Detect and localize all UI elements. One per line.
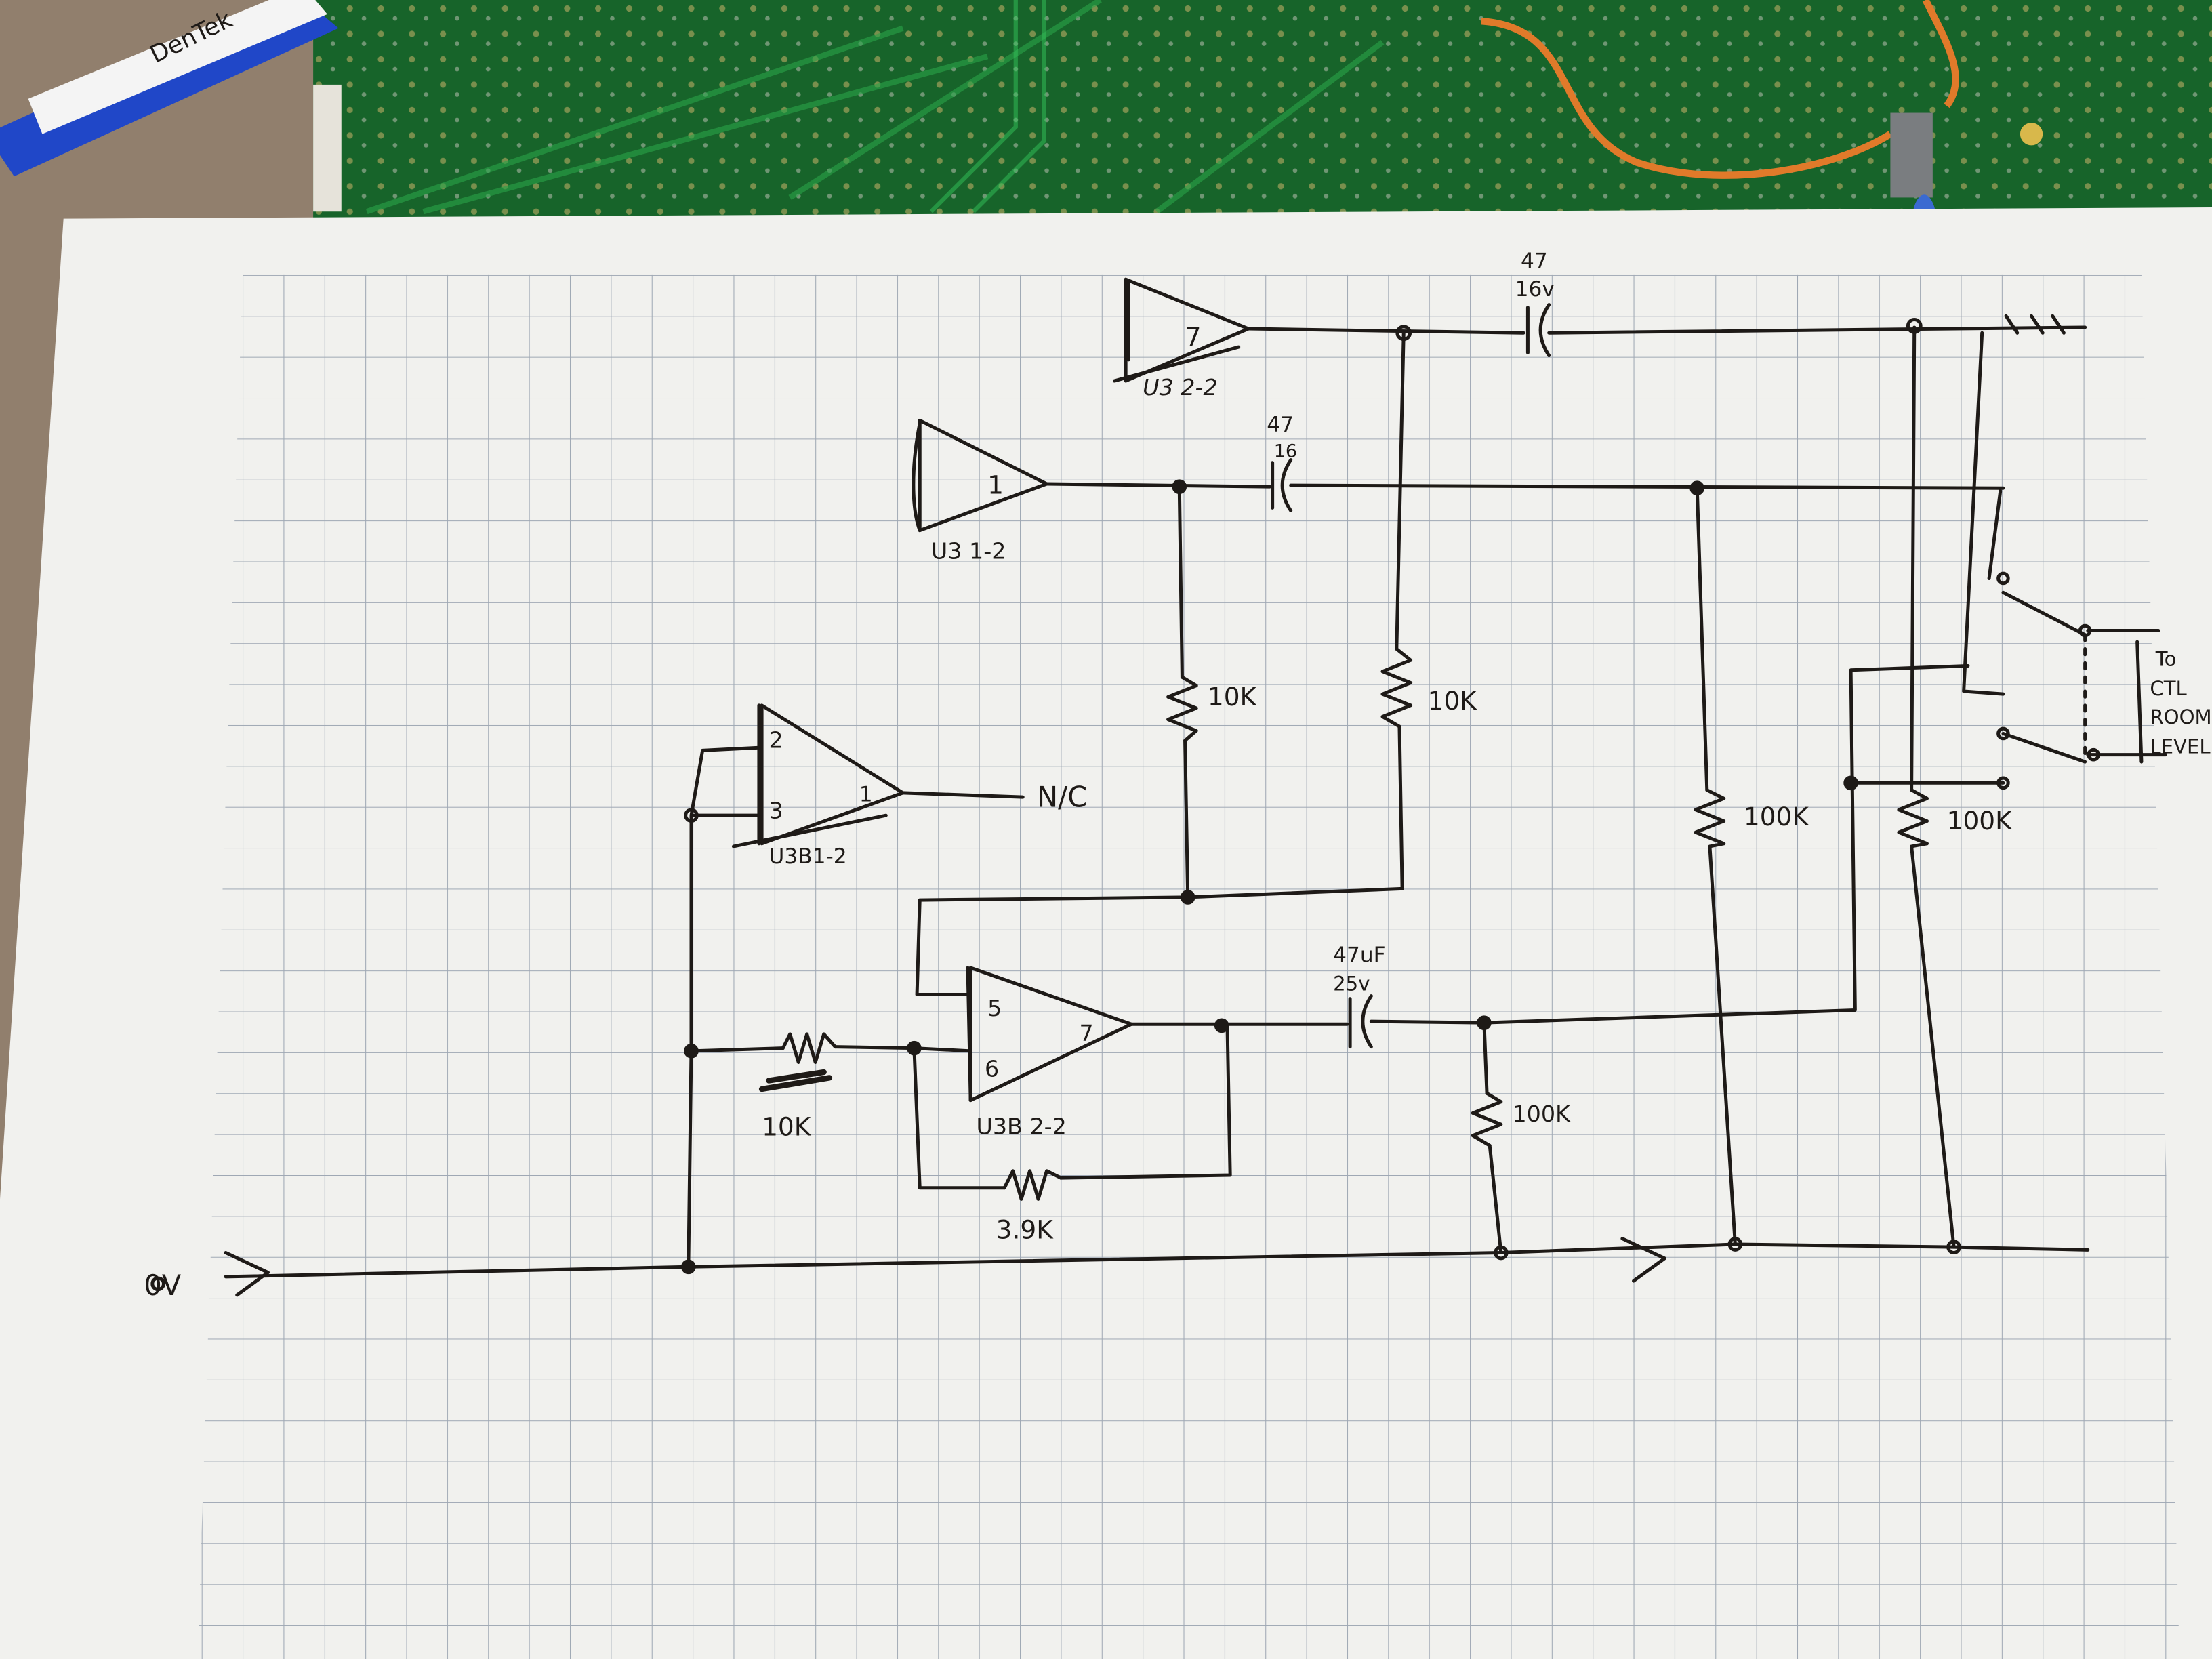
wire-100k-mid	[1695, 486, 1737, 1246]
wire-10k-left	[1177, 485, 1190, 899]
u3b-2-2-pin7: 7	[1079, 1020, 1093, 1046]
u3-1-2-pin-label: 1	[987, 470, 1004, 500]
wire-100k-low	[1482, 1021, 1503, 1254]
resistor-10k-right-label: 10K	[1428, 686, 1478, 716]
u3b-1-2-pin3: 3	[769, 797, 783, 823]
destination-line-3: ROOM	[2150, 705, 2211, 729]
u3-2-2-label: U3 2-2	[1143, 374, 1218, 401]
orange-wire	[1481, 18, 1893, 179]
resistor-3-9k-label: 3.9K	[996, 1215, 1054, 1245]
output-switch	[1962, 331, 2167, 790]
wire-100k-right	[1910, 325, 1956, 1249]
wire-10k-right	[1395, 331, 1406, 890]
resistor-100k-right	[1897, 788, 1929, 848]
capacitor-mid	[1271, 458, 1293, 513]
resistor-10k-left-label: 10K	[1208, 682, 1258, 712]
resistor-3-9k	[1002, 1169, 1063, 1201]
wire-nc-output	[901, 791, 1025, 799]
u3b-1-2-label: U3B1-2	[769, 844, 846, 869]
capacitor-top	[1525, 303, 1551, 358]
wire-feedback-join	[915, 886, 1404, 997]
u3b-1-2-pin2: 2	[769, 726, 783, 753]
schematic-labels: 7 U3 2-2 47 16v 1 U3 1-2 47 16 10K 10K 2…	[144, 249, 2211, 1302]
destination-line-4: LEVEL	[2150, 735, 2211, 758]
resistor-10k-right	[1380, 647, 1413, 729]
resistor-10k-left	[1166, 675, 1198, 743]
resistor-100k-right-label: 100K	[1947, 806, 2013, 836]
resistor-100k-mid-label: 100K	[1744, 802, 1809, 832]
cap-low-voltage: 25v	[1333, 972, 1370, 995]
u3-2-2-pin-label: 7	[1185, 322, 1202, 352]
capacitor-low	[1348, 994, 1373, 1049]
graph-paper	[0, 207, 2212, 1659]
cap-mid-value: 47	[1267, 413, 1294, 437]
output-arrow-top	[2004, 314, 2066, 335]
u3b-1-2-pin1: 1	[859, 782, 873, 806]
resistor-10k-input-label: 10K	[762, 1112, 812, 1142]
destination-line-1: To	[2155, 648, 2177, 671]
opamp-u3b-2-2	[966, 966, 1133, 1103]
u3b-2-2-label: U3B 2-2	[976, 1113, 1066, 1140]
destination-line-2: CTL	[2150, 677, 2187, 700]
u3b-2-2-pin5: 5	[987, 995, 1002, 1021]
scribble-strike	[758, 1069, 833, 1092]
ground-arrow-mid	[1620, 1237, 1666, 1283]
resistor-100k-low-label: 100K	[1513, 1101, 1572, 1127]
circuit-board	[313, 0, 2212, 257]
wire-pin6	[912, 1046, 972, 1053]
ground-rail-label: 0V	[144, 1269, 181, 1302]
opamp-u3-1-2	[912, 418, 1049, 533]
wire-top-signal	[1246, 325, 2087, 335]
wire-ground-rail	[224, 1242, 2090, 1279]
cap-mid-voltage: 16	[1274, 441, 1297, 462]
junction-dots	[150, 317, 1961, 1292]
cap-top-voltage: 16v	[1515, 277, 1555, 302]
resistor-10k-input	[781, 1032, 837, 1064]
u3b-2-2-pin6: 6	[985, 1055, 999, 1082]
ground-arrow-in	[224, 1250, 270, 1297]
cap-low-value: 47uF	[1333, 943, 1385, 968]
nc-label: N/C	[1037, 781, 1087, 814]
resistor-100k-low	[1471, 1091, 1503, 1147]
wire-feedback-loop	[912, 1025, 1232, 1190]
schematic-drawing	[150, 277, 2167, 1297]
cap-top-value: 47	[1521, 249, 1548, 274]
opamp-u3-2-2	[1112, 277, 1250, 383]
wire-mid-signal	[1045, 482, 2005, 490]
wire-u3b-output	[1129, 664, 1970, 1026]
u3-1-2-label: U3 1-2	[931, 537, 1006, 564]
resistor-100k-mid	[1694, 788, 1726, 848]
opamp-u3b-1-2	[689, 703, 905, 848]
wire-input-resistor	[689, 1045, 916, 1053]
